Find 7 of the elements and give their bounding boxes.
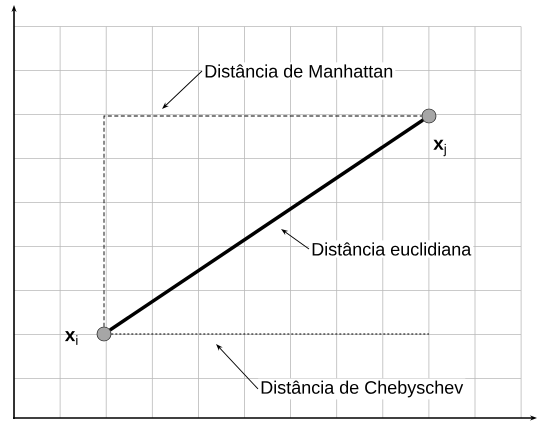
callout-label: Distância euclidiana: [309, 240, 474, 258]
point-marker: [422, 108, 436, 124]
callout-label: Distância de Manhattan: [202, 62, 396, 80]
point-marker: [96, 326, 112, 342]
point-label: x$_{i}$: [64, 331, 78, 345]
point-label: x$_{j}$: [433, 140, 446, 156]
callout-label: Distância de Chebyschev: [258, 378, 466, 400]
